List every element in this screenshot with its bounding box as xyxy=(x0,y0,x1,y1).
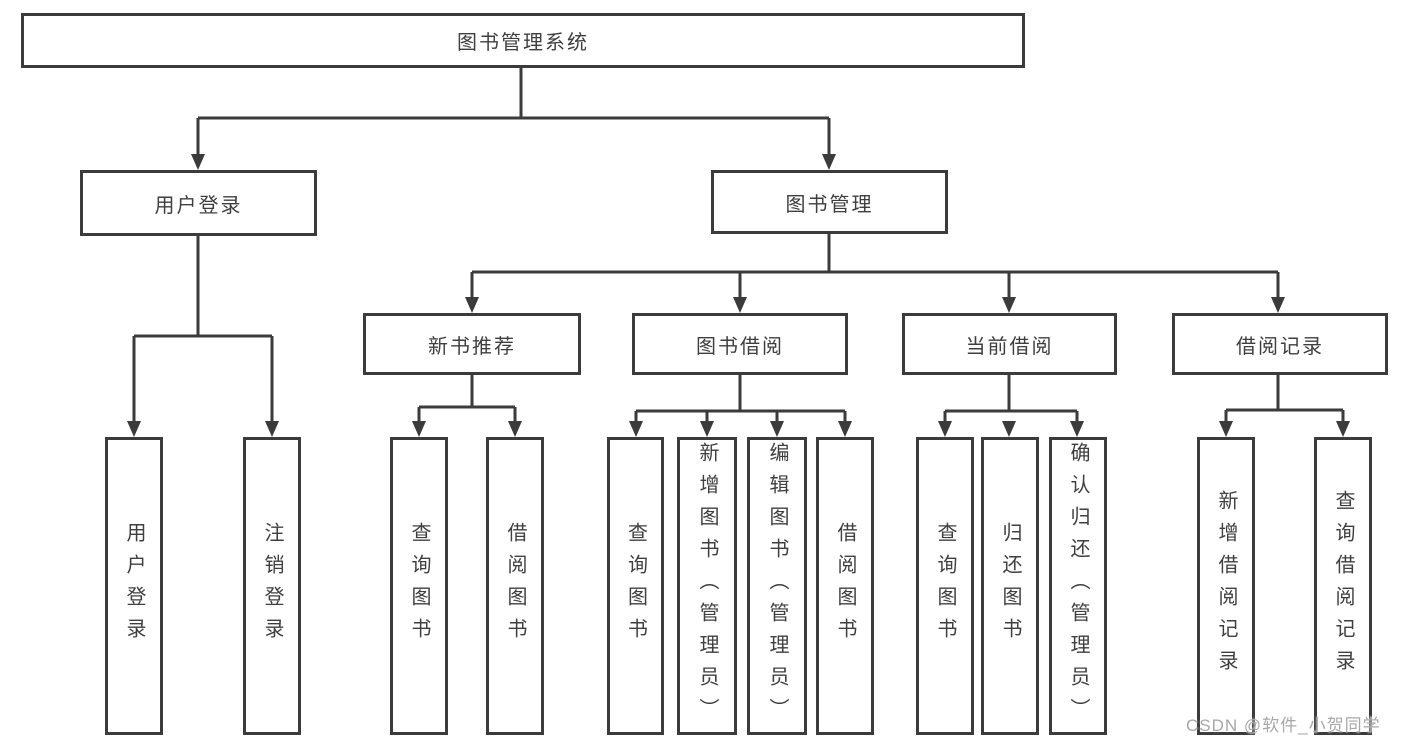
node-book-borrowing: 图书借阅 xyxy=(632,313,848,375)
leaf-user-login: 用户登录 xyxy=(105,437,163,735)
leaf-label: 查询借阅记录 xyxy=(1332,490,1354,682)
leaf-label: 查询图书 xyxy=(624,522,647,650)
connector-borrowing-records xyxy=(1224,375,1345,422)
node-label: 当前借阅 xyxy=(965,335,1054,358)
leaf-borrow-books-borrowing: 借阅图书 xyxy=(816,437,874,735)
leaf-label: 新增借阅记录 xyxy=(1215,490,1237,682)
node-new-book-recommendation: 新书推荐 xyxy=(363,313,581,375)
leaf-search-books-current: 查询图书 xyxy=(916,437,974,735)
leaf-confirm-return-admin: 确认归还（管理员） xyxy=(1049,437,1107,735)
node-current-borrowing: 当前借阅 xyxy=(902,313,1117,375)
leaf-label: 注销登录 xyxy=(261,522,283,650)
node-user-login: 用户登录 xyxy=(80,170,317,236)
node-borrowing-records: 借阅记录 xyxy=(1172,313,1388,375)
leaf-label: 查询图书 xyxy=(408,522,430,650)
leaf-label: 借阅图书 xyxy=(834,522,856,650)
leaf-label: 归还图书 xyxy=(999,522,1021,650)
leaf-borrow-books-recommend: 借阅图书 xyxy=(486,437,544,735)
leaf-return-books: 归还图书 xyxy=(981,437,1039,735)
arrowheads xyxy=(127,154,1350,437)
watermark: CSDN @软件_小贺同学 xyxy=(1186,716,1381,735)
node-book-management: 图书管理 xyxy=(711,170,948,234)
node-label: 借阅记录 xyxy=(1236,335,1324,358)
connector-new-book-recommendation xyxy=(417,375,517,422)
leaf-search-books-borrowing: 查询图书 xyxy=(607,437,664,735)
connector-book-borrowing xyxy=(634,375,847,422)
leaf-search-borrow-record: 查询借阅记录 xyxy=(1314,437,1372,735)
leaf-label: 用户登录 xyxy=(123,522,145,650)
leaf-label: 查询图书 xyxy=(934,522,956,650)
leaf-edit-books-admin: 编辑图书（管理员） xyxy=(747,437,807,735)
connector-current-borrowing xyxy=(943,375,1079,422)
leaf-label: 借阅图书 xyxy=(504,522,526,650)
node-label: 图书管理系统 xyxy=(457,32,589,54)
node-label: 用户登录 xyxy=(154,194,243,217)
connector-user-login xyxy=(132,236,274,422)
node-label: 图书借阅 xyxy=(696,335,784,358)
leaf-add-books-admin: 新增图书（管理员） xyxy=(677,437,737,735)
leaf-label: 新增图书（管理员） xyxy=(696,442,718,730)
leaf-label: 确认归还（管理员） xyxy=(1067,442,1089,730)
node-label: 图书管理 xyxy=(785,193,874,216)
connector-book-management xyxy=(470,234,1280,298)
node-library-management-system: 图书管理系统 xyxy=(21,13,1025,68)
leaf-label: 编辑图书（管理员） xyxy=(766,442,788,730)
node-label: 新书推荐 xyxy=(428,335,516,358)
connector-root xyxy=(196,68,831,155)
leaf-search-books-recommend: 查询图书 xyxy=(390,437,448,735)
leaf-logout: 注销登录 xyxy=(243,437,301,735)
leaf-add-borrow-record: 新增借阅记录 xyxy=(1197,437,1255,735)
